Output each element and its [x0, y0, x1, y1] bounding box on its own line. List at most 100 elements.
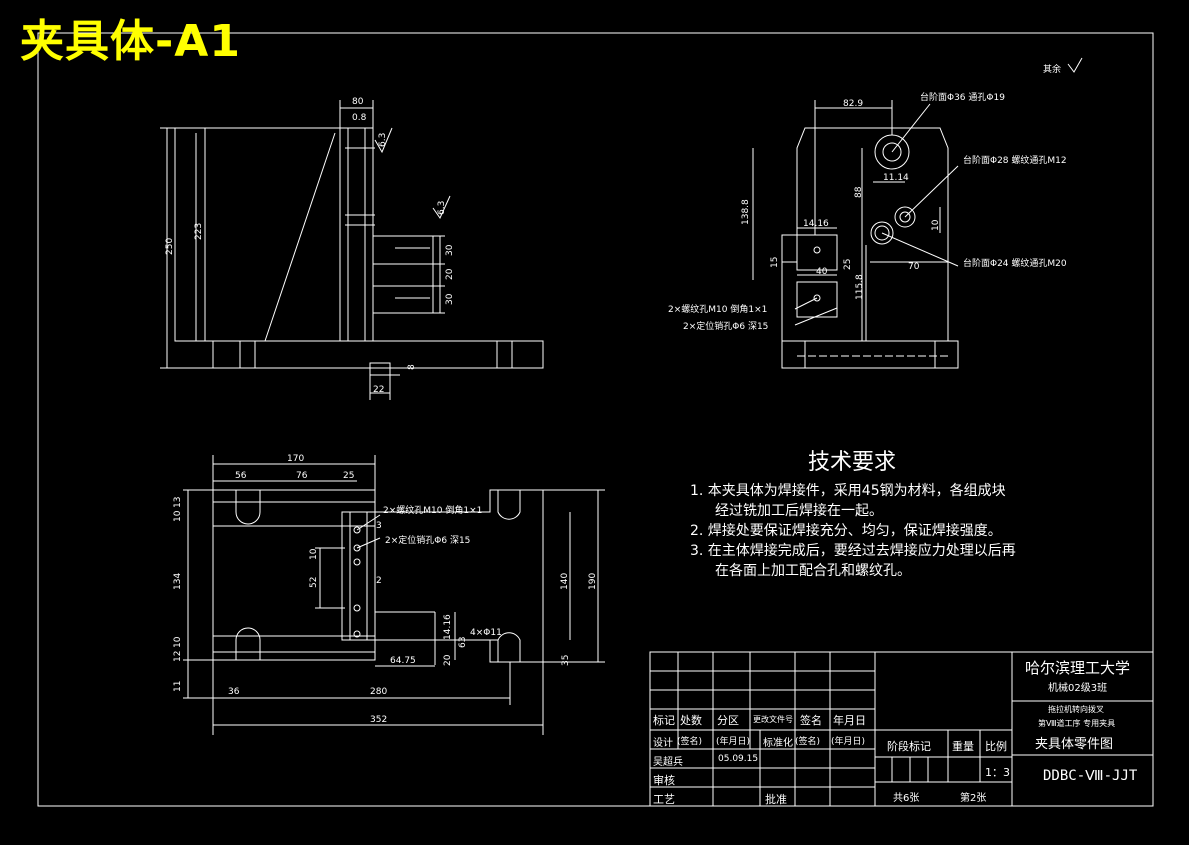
tech-requirements-heading: 技术要求	[808, 450, 897, 475]
dim: 22	[373, 385, 384, 395]
university-name: 哈尔滨理工大学	[1025, 659, 1131, 677]
note: 2×定位销孔Φ6 深15	[385, 534, 470, 546]
dim: 20	[443, 654, 453, 666]
tb-header: 标记	[653, 714, 675, 727]
process-label: 工艺	[653, 793, 675, 806]
dim: 4×Φ11	[470, 628, 502, 638]
drawing-number: DDBC-Ⅷ-JJT	[1043, 768, 1138, 784]
front-view-dims: 82.9 138.8 88 11.14 10 14.16 15 25 40 70…	[668, 91, 1067, 332]
tech-item: 2. 焊接处要保证焊接充分、均匀，保证焊接强度。	[690, 523, 1002, 539]
design-line1: 拖拉机转向拨叉	[1048, 705, 1104, 714]
note: 台阶面Φ24 螺纹通孔M20	[963, 257, 1067, 269]
dim: 56	[235, 471, 247, 481]
tech-item: 1. 本夹具体为焊接件，采用45钢为材料，各组成块	[690, 483, 1006, 499]
dim: 11	[173, 681, 183, 692]
sheet-border	[37, 32, 1154, 807]
approve-label: 批准	[765, 793, 787, 806]
dim: 88	[854, 186, 864, 198]
dim: 8	[407, 364, 417, 370]
dim: 6.3	[437, 201, 447, 215]
dim: 82.9	[843, 99, 863, 109]
dim: 36	[228, 687, 240, 697]
dim: 10	[309, 548, 319, 560]
dim: 30	[445, 293, 455, 305]
tech-requirements: 1. 本夹具体为焊接件，采用45钢为材料，各组成块 经过铣加工后焊接在一起。 2…	[690, 481, 1090, 581]
dim: 6.3	[378, 133, 388, 147]
front-view	[752, 100, 959, 369]
title-block	[649, 651, 1154, 807]
dim: 35	[561, 655, 571, 666]
total-sheets: 共6张	[893, 793, 920, 804]
tb-design: (签名)	[677, 737, 703, 747]
review-label: 审核	[653, 774, 675, 787]
dim: 140	[560, 573, 570, 590]
dim: 10	[931, 219, 941, 231]
dim: 115.8	[855, 274, 865, 300]
dim: 63	[458, 637, 468, 648]
dim: 223	[194, 223, 204, 240]
drawing-name: 夹具体零件图	[1035, 737, 1114, 752]
side-view	[160, 100, 544, 400]
note: 2×螺纹孔M10 倒角1×1	[383, 504, 482, 516]
dim: 10	[173, 510, 183, 522]
dim: 138.8	[741, 199, 751, 225]
dim: 25	[343, 471, 354, 481]
dim: 190	[588, 573, 598, 590]
tech-item: 经过铣加工后焊接在一起。	[715, 503, 883, 519]
note: 2×定位销孔Φ6 深15	[683, 320, 768, 332]
dim: 3	[376, 521, 382, 531]
dim: 0.8	[352, 113, 367, 123]
tech-item: 在各面上加工配合孔和螺纹孔。	[715, 563, 911, 579]
dim: 30	[445, 244, 455, 256]
dim: 80	[352, 97, 364, 107]
dim: 13	[173, 497, 183, 508]
tb-design: 设计	[653, 738, 673, 749]
dim: 14.16	[803, 219, 829, 229]
weight-label: 重量	[952, 740, 974, 753]
dim: 40	[816, 267, 828, 277]
dim: 250	[165, 238, 175, 255]
sheet-number: 第2张	[960, 793, 987, 804]
dim: 11.14	[883, 173, 909, 183]
roughness-label: 其余	[1043, 63, 1061, 75]
roughness-note: 其余	[1043, 57, 1083, 75]
dim: 352	[370, 715, 387, 725]
tb-header: 签名	[800, 714, 822, 727]
designer-name: 吴超兵	[653, 757, 683, 768]
top-view	[183, 455, 605, 735]
tb-header: 处数	[680, 714, 702, 727]
drawing-title: 夹具体-A1	[20, 16, 241, 67]
stage-mark-label: 阶段标记	[887, 740, 931, 753]
dim: 2	[376, 576, 382, 586]
class-name: 机械02级3班	[1048, 683, 1108, 694]
tb-header: 分区	[717, 714, 739, 727]
dim: 25	[843, 259, 853, 270]
dim: 15	[770, 257, 780, 268]
dim: 64.75	[390, 656, 416, 666]
dim: 76	[296, 471, 308, 481]
tb-header: 年月日	[833, 714, 866, 727]
note: 台阶面Φ28 螺纹通孔M12	[963, 154, 1067, 166]
tb-header: 更改文件号	[753, 715, 793, 724]
tb-design: 标准化	[763, 738, 793, 749]
tb-design: (签名)	[795, 737, 821, 747]
note: 台阶面Φ36 通孔Φ19	[920, 91, 1005, 103]
tech-item: 3. 在主体焊接完成后，要经过去焊接应力处理以后再	[690, 543, 1016, 559]
design-date: 05.09.15	[718, 754, 759, 764]
dim: 52	[309, 577, 319, 588]
dim: 12	[173, 651, 183, 662]
dim: 134	[173, 573, 183, 590]
dim: 280	[370, 687, 387, 697]
note: 2×螺纹孔M10 倒角1×1	[668, 303, 767, 315]
dim: 10	[173, 636, 183, 648]
tb-design: (年月日)	[831, 737, 866, 747]
scale-label: 比例	[985, 740, 1007, 753]
top-view-dims: 170 56 76 25 13 10 134 52 10 3 2 140 190…	[173, 454, 598, 725]
side-view-dims: 80 0.8 6.3 250 223 6.3 30 20 30 8 22	[165, 97, 455, 395]
dim: 20	[445, 268, 455, 280]
scale-value: 1：3	[985, 766, 1010, 779]
dim: 170	[287, 454, 304, 464]
dim: 70	[908, 262, 920, 272]
